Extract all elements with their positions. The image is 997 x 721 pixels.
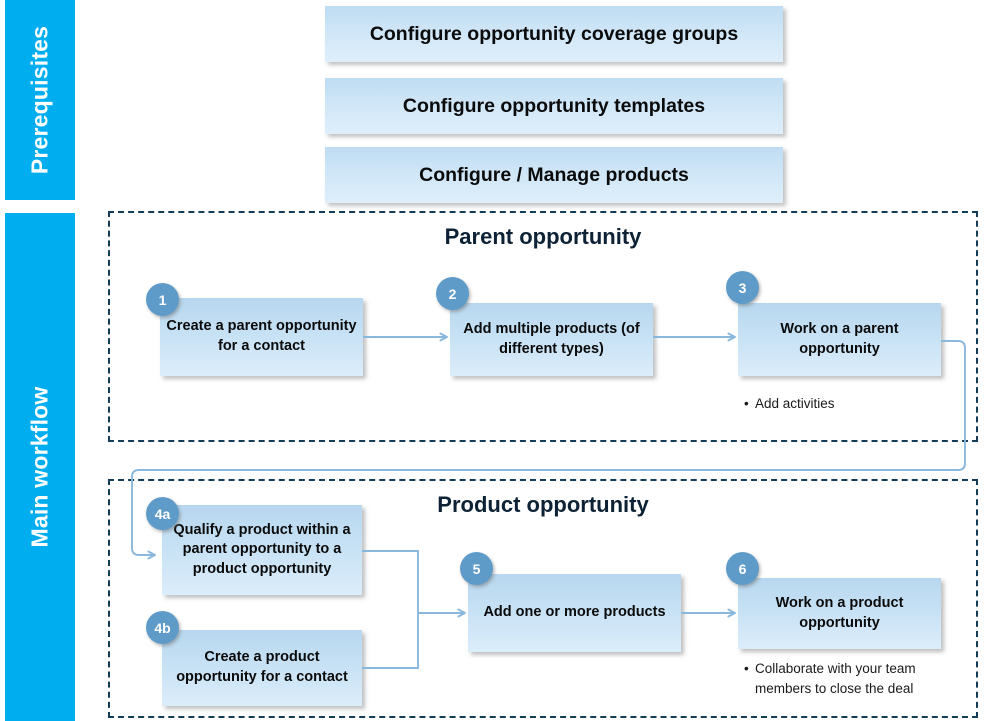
prerequisite-box-coverage-groups[interactable]: Configure opportunity coverage groups — [325, 6, 783, 62]
prerequisite-box-products[interactable]: Configure / Manage products — [325, 147, 783, 203]
section-title-parent-opportunity: Parent opportunity — [444, 224, 642, 249]
step-box-label: Work on a product opportunity — [775, 594, 904, 631]
step-badge-6: 6 — [726, 552, 759, 585]
band-prerequisites: Prerequisites — [5, 0, 75, 200]
band-main-workflow-label: Main workflow — [26, 386, 53, 548]
step-badge-3: 3 — [726, 271, 759, 304]
step-box-label: Add multiple products (of different type… — [463, 320, 640, 357]
prerequisite-label: Configure opportunity templates — [402, 94, 706, 117]
step-badge-4b: 4b — [146, 611, 179, 644]
prerequisite-box-templates[interactable]: Configure opportunity templates — [325, 78, 783, 134]
bullet-dot-icon: • — [744, 396, 749, 411]
step-box-label: Create a product opportunity for a conta… — [176, 649, 348, 685]
step-box-label: Work on a parent opportunity — [780, 320, 899, 357]
step-box-6[interactable]: Work on a product opportunity — [738, 578, 941, 649]
note-text: Add activities — [755, 396, 835, 411]
step-badge-1: 1 — [146, 283, 179, 316]
step-box-2[interactable]: Add multiple products (of different type… — [450, 303, 653, 376]
step-box-1[interactable]: Create a parent opportunity for a contac… — [160, 298, 363, 376]
step-badge-2: 2 — [436, 277, 469, 310]
step-badge-5: 5 — [460, 552, 493, 585]
note-text: Collaborate with your team members to cl… — [755, 661, 916, 696]
step-box-3[interactable]: Work on a parent opportunity — [738, 303, 941, 376]
step-box-5[interactable]: Add one or more products — [468, 574, 681, 652]
step-badge-4a: 4a — [146, 497, 179, 530]
step-box-label: Qualify a product within a parent opport… — [173, 521, 351, 577]
step-box-label: Add one or more products — [483, 604, 666, 621]
bullet-dot-icon: • — [744, 661, 749, 676]
step-box-label: Create a parent opportunity for a contac… — [166, 318, 357, 354]
prerequisite-label: Configure / Manage products — [419, 163, 689, 186]
step-box-4a[interactable]: Qualify a product within a parent opport… — [162, 505, 362, 595]
note-product-opportunity: • Collaborate with your team members to … — [744, 659, 922, 698]
prerequisite-label: Configure opportunity coverage groups — [369, 22, 739, 45]
step-box-4b[interactable]: Create a product opportunity for a conta… — [162, 630, 362, 706]
band-prerequisites-label: Prerequisites — [26, 25, 53, 175]
band-main-workflow: Main workflow — [5, 213, 75, 721]
note-parent-opportunity: • Add activities — [744, 394, 944, 414]
